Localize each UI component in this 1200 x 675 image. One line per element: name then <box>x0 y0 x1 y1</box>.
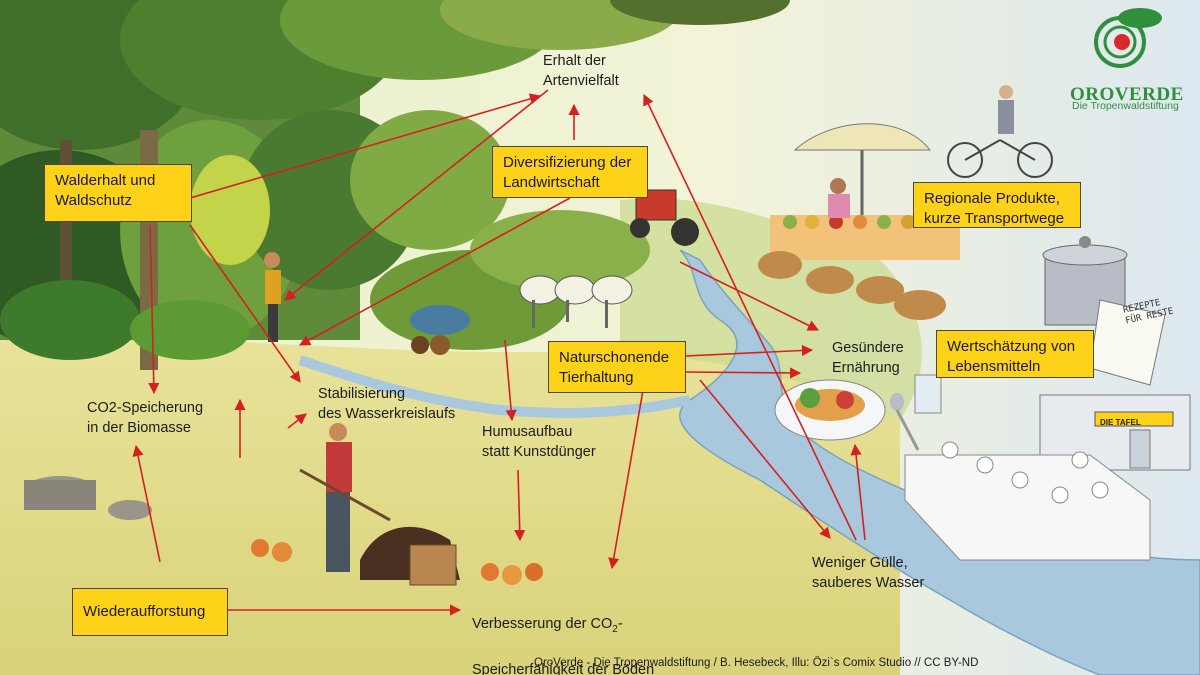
crop-fields <box>370 210 650 355</box>
arrow-diversifizierung-stabilisierung <box>299 197 571 346</box>
farmers <box>264 252 391 572</box>
arrow-walderhalt-stabilisierung <box>189 224 301 383</box>
label-verbesserung-co2-speicherfaehigkeit: Verbesserung der CO2- Speicherfähigkeit … <box>472 616 655 675</box>
label-co2-speicherung-in-der-biomasse: CO2-Speicherung in der Biomasse <box>87 400 204 436</box>
dining-table <box>904 454 1151 561</box>
label-gesuendere-ernaehrung: Gesündere Ernährung <box>832 340 904 376</box>
compost-and-pumpkins <box>251 526 543 586</box>
arrow-guelle-ernaehrung <box>850 443 866 541</box>
arrow-tierhaltung-guelle <box>699 379 831 539</box>
arrow-wiederaufforstung-co2 <box>132 444 161 563</box>
label-stabilisierung-des-wasserkreislaufs: Stabilisierung des Wasserkreislaufs <box>318 386 456 422</box>
tree-stumps <box>24 476 152 520</box>
relation-arrows <box>132 89 866 616</box>
tractor <box>630 189 699 246</box>
logo-title: OROVERDE <box>1070 84 1184 105</box>
arrow-walderhalt-artenvielfalt <box>189 93 542 199</box>
cyclist <box>947 85 1053 178</box>
arrow-humusaufbau <box>504 339 517 422</box>
arrow-to-stabilisierung <box>287 413 307 429</box>
arrow-forest-soil <box>284 89 549 301</box>
label-weniger-guelle-sauberes-wasser: Weniger Gülle, sauberes Wasser <box>812 555 925 591</box>
label-erhalt-der-artenvielfalt: Erhalt der Artenvielfalt <box>543 53 619 89</box>
label-wiederaufforstung: Wiederaufforstung <box>72 588 228 636</box>
arrow-regional-ernaehrung <box>679 261 820 331</box>
arrow-humus-boeden <box>514 469 526 542</box>
label-walderhalt-und-waldschutz: Walderhalt und Waldschutz <box>44 164 192 222</box>
label-naturschonende-tierhaltung: Naturschonende Tierhaltung <box>548 341 686 393</box>
logo-subtitle: Die Tropenwaldstiftung <box>1072 100 1179 112</box>
arrow-tierhaltung-ernaehrung <box>685 344 814 357</box>
credit-line: OroVerde - Die Tropenwaldstiftung / B. H… <box>534 657 979 669</box>
arrow-tierhaltung-ernaehrung-2 <box>685 367 802 379</box>
label-wertschaetzung-von-lebensmitteln: Wertschätzung von Lebensmitteln <box>936 330 1094 378</box>
label-diversifizierung-der-landwirtschaft: Diversifizierung der Landwirtschaft <box>492 146 648 198</box>
stream <box>298 355 692 418</box>
label-humusaufbau-statt-kunstduenger: Humusaufbau statt Kunstdünger <box>482 424 596 460</box>
arrow-guelle-artenvielfalt <box>643 93 857 541</box>
rainforest <box>0 0 790 370</box>
arrow-walderhalt-co2 <box>148 224 160 395</box>
tafel-building <box>1039 394 1191 471</box>
label-regionale-produkte: Regionale Produkte, kurze Transportwege <box>913 182 1081 228</box>
oroverde-logo-icon <box>1094 8 1162 68</box>
meal-plate <box>774 374 942 451</box>
cows <box>519 275 633 328</box>
tafel-sign: DIE TAFEL <box>1100 418 1141 427</box>
table-plates <box>941 441 1109 504</box>
